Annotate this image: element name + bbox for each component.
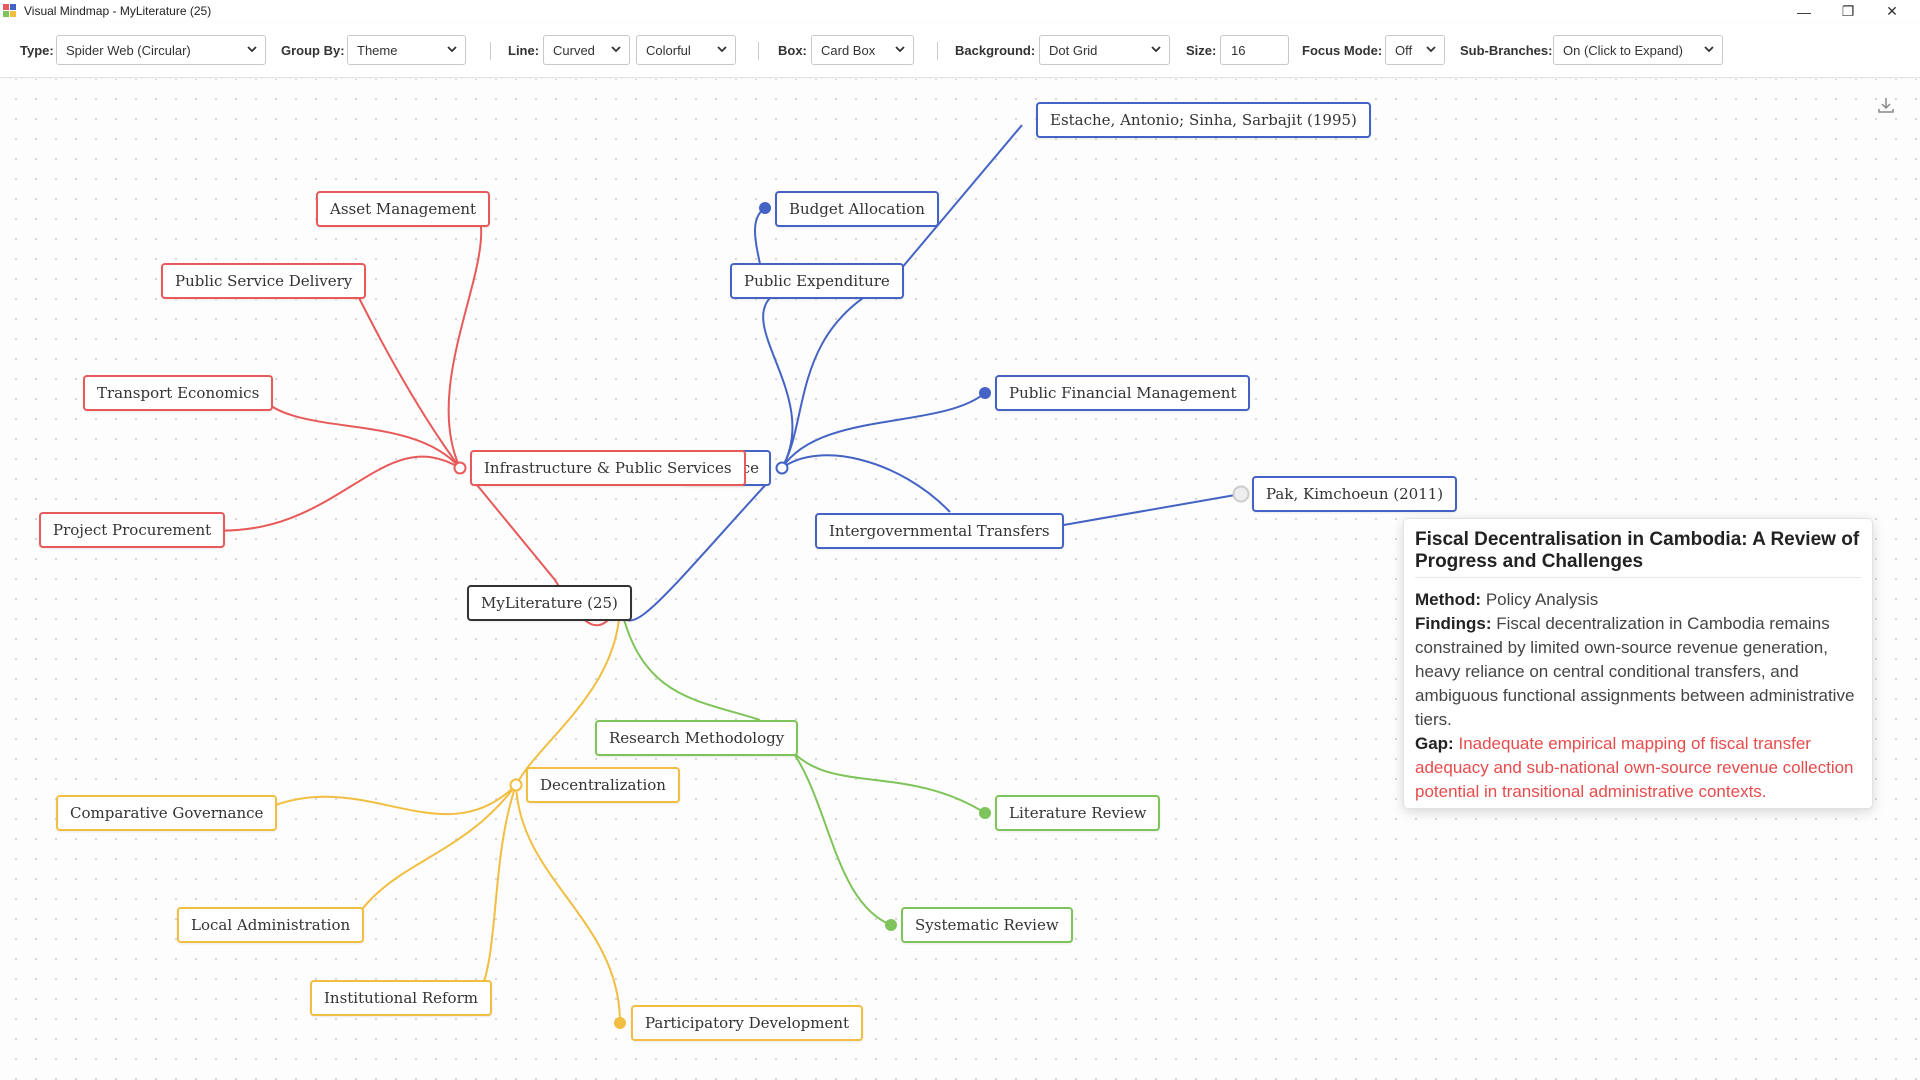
tooltip-findings-value: Fiscal decentralization in Cambodia rema…: [1415, 614, 1855, 729]
tooltip-gap-row: Gap: Inadequate empirical mapping of fis…: [1415, 732, 1861, 804]
chevron-down-icon: [1704, 46, 1714, 53]
chevron-down-icon: [447, 46, 457, 53]
minimize-button[interactable]: —: [1797, 3, 1811, 20]
node-project-procurement[interactable]: Project Procurement: [39, 512, 226, 548]
node-paper-pak[interactable]: Pak, Kimchoeun (2011): [1252, 476, 1458, 512]
tooltip-method-value: Policy Analysis: [1485, 590, 1599, 609]
node-asset-management[interactable]: Asset Management: [316, 191, 491, 227]
node-comparative-governance[interactable]: Comparative Governance: [56, 795, 278, 831]
background-select-value: Dot Grid: [1049, 43, 1098, 58]
node-public-expenditure[interactable]: Public Expenditure: [730, 263, 904, 299]
groupby-label: Group By:: [281, 43, 345, 58]
paper-tooltip: Fiscal Decentralisation in Cambodia: A R…: [1403, 518, 1873, 809]
groupby-select[interactable]: Theme: [347, 35, 466, 65]
size-input[interactable]: 16: [1220, 35, 1289, 65]
toolbar-separator: [758, 42, 759, 60]
node-local-administration[interactable]: Local Administration: [177, 907, 365, 943]
line-label: Line:: [508, 43, 540, 58]
node-paper-estache[interactable]: Estache, Antonio; Sinha, Sarbajit (1995): [1036, 102, 1371, 138]
chevron-down-icon: [717, 46, 727, 53]
node-literature-review[interactable]: Literature Review: [995, 795, 1161, 831]
toolbar-separator: [490, 42, 491, 60]
type-label: Type:: [20, 43, 54, 58]
title-bar: Visual Mindmap - MyLiterature (25) — ❐ ✕: [0, 0, 1920, 23]
box-select[interactable]: Card Box: [811, 35, 914, 65]
chevron-down-icon: [1151, 46, 1161, 53]
line-color-select[interactable]: Colorful: [636, 35, 736, 65]
tooltip-findings-label: Findings:: [1415, 614, 1492, 633]
node-budget-allocation[interactable]: Budget Allocation: [775, 191, 939, 227]
focus-select[interactable]: Off: [1385, 35, 1445, 65]
close-button[interactable]: ✕: [1886, 3, 1898, 19]
tooltip-gap-label: Gap:: [1415, 734, 1454, 753]
tooltip-gap-value: Inadequate empirical mapping of fiscal t…: [1415, 734, 1854, 801]
type-select-value: Spider Web (Circular): [66, 43, 191, 58]
line-style-select[interactable]: Curved: [543, 35, 630, 65]
focus-label: Focus Mode:: [1302, 43, 1383, 58]
node-intergovernmental-transfers[interactable]: Intergovernmental Transfers: [815, 513, 1064, 549]
node-root[interactable]: MyLiterature (25): [467, 585, 632, 621]
node-infrastructure-theme[interactable]: Infrastructure & Public Services: [470, 450, 746, 486]
node-research-methodology[interactable]: Research Methodology: [595, 720, 799, 756]
subbranch-select-value: On (Click to Expand): [1563, 43, 1683, 58]
node-participatory-development[interactable]: Participatory Development: [631, 1005, 864, 1041]
tooltip-findings-row: Findings: Fiscal decentralization in Cam…: [1415, 612, 1861, 732]
chevron-down-icon: [1426, 46, 1436, 53]
background-select[interactable]: Dot Grid: [1039, 35, 1170, 65]
groupby-select-value: Theme: [357, 43, 398, 58]
type-select[interactable]: Spider Web (Circular): [56, 35, 266, 65]
focus-select-value: Off: [1395, 43, 1413, 58]
line-color-value: Colorful: [646, 43, 691, 58]
maximize-button[interactable]: ❐: [1841, 3, 1855, 19]
toolbar-separator: [937, 42, 938, 60]
window-title: Visual Mindmap - MyLiterature (25): [24, 4, 212, 18]
node-decentralization[interactable]: Decentralization: [526, 767, 680, 803]
chevron-down-icon: [895, 46, 905, 53]
tooltip-title: Fiscal Decentralisation in Cambodia: A R…: [1415, 529, 1861, 578]
chevron-down-icon: [247, 46, 257, 53]
node-systematic-review[interactable]: Systematic Review: [901, 907, 1073, 943]
node-institutional-reform[interactable]: Institutional Reform: [310, 980, 492, 1016]
app-icon: [3, 4, 17, 18]
node-public-financial-management[interactable]: Public Financial Management: [995, 375, 1251, 411]
line-style-value: Curved: [553, 43, 595, 58]
node-transport-economics[interactable]: Transport Economics: [83, 375, 274, 411]
box-label: Box:: [778, 43, 807, 58]
download-icon[interactable]: [1876, 95, 1896, 115]
tooltip-method-row: Method: Policy Analysis: [1415, 588, 1861, 612]
toolbar: Type: Spider Web (Circular) Group By: Th…: [0, 23, 1920, 78]
size-label: Size:: [1186, 43, 1217, 58]
box-select-value: Card Box: [821, 43, 876, 58]
background-label: Background:: [955, 43, 1036, 58]
node-public-service-delivery[interactable]: Public Service Delivery: [161, 263, 367, 299]
chevron-down-icon: [611, 46, 621, 53]
subbranch-label: Sub-Branches:: [1460, 43, 1553, 58]
subbranch-select[interactable]: On (Click to Expand): [1553, 35, 1723, 65]
tooltip-method-label: Method:: [1415, 590, 1482, 609]
